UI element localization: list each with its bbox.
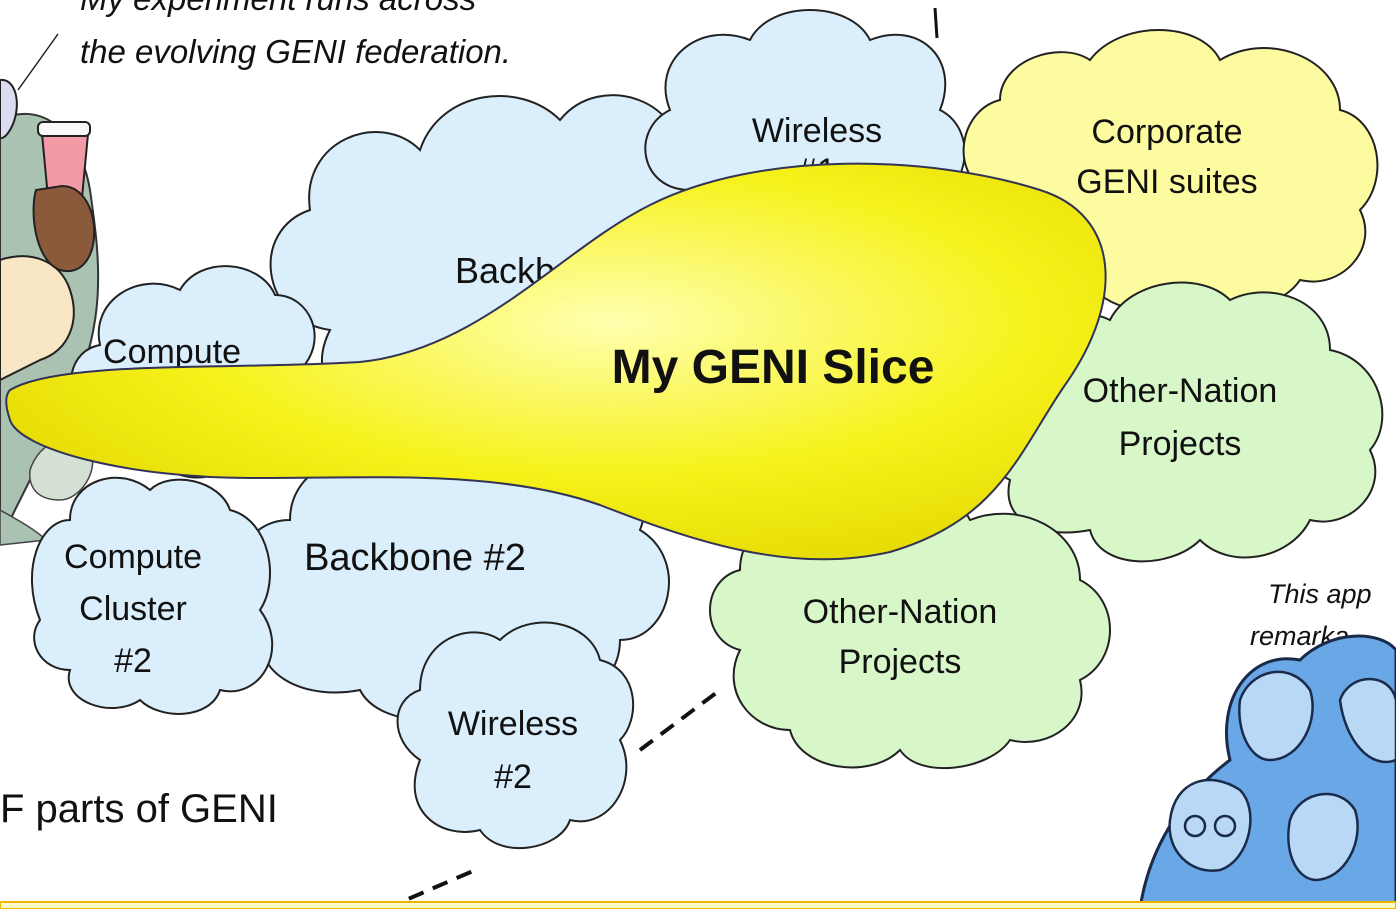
cloud-compute-cluster-2: Compute Cluster #2 xyxy=(31,476,274,715)
speech-pointer xyxy=(17,33,59,91)
cloud-label-line2: GENI suites xyxy=(1076,163,1257,201)
scientist-icon xyxy=(0,78,100,546)
cloud-label-line2: Projects xyxy=(839,643,962,681)
bottom-bar xyxy=(0,901,1396,910)
cloud-label-line1: Compute xyxy=(64,538,202,576)
cloud-label-line1: Wireless xyxy=(752,112,882,150)
geni-slice-shape: My GENI Slice xyxy=(5,162,1107,561)
dashed-connector xyxy=(384,688,722,911)
cloud-label: Compute xyxy=(103,333,241,371)
people-group-icon xyxy=(1138,634,1396,911)
parts-of-geni-text: F parts of GENI xyxy=(0,787,278,831)
cloud-wireless-2: Wireless #2 xyxy=(396,621,634,850)
experimenter-caption-line2: the evolving GENI federation. xyxy=(80,33,511,70)
cloud-label-line2: #2 xyxy=(494,758,532,796)
connector-line xyxy=(933,7,939,39)
cloud-label-line1: Wireless xyxy=(448,705,578,743)
community-caption-line1: This app xyxy=(1268,579,1372,609)
slice-label: My GENI Slice xyxy=(612,341,935,394)
cloud-label-line1: Other-Nation xyxy=(803,593,998,631)
cloud-label-line1: Corporate xyxy=(1091,113,1242,151)
cloud-label: Backbone #2 xyxy=(304,537,526,579)
cloud-label-line1: Other-Nation xyxy=(1083,372,1278,410)
cloud-label-line2: Cluster xyxy=(79,590,187,628)
cloud-label-line3: #2 xyxy=(114,642,152,680)
experimenter-caption-line1: My experiment runs across xyxy=(80,0,476,17)
cloud-label-line2: Projects xyxy=(1119,425,1242,463)
